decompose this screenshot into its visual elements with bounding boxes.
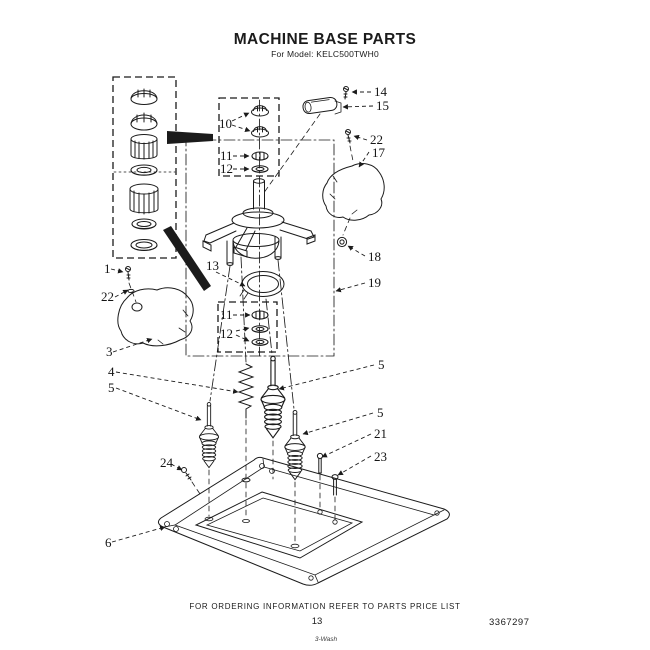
bearing-kit-box (112, 76, 177, 259)
washer (251, 338, 269, 346)
page-number: 13 (311, 616, 323, 627)
svg-text:3: 3 (106, 344, 113, 359)
svg-text:6: 6 (105, 535, 112, 550)
callout-12-lower: 12 (220, 326, 250, 342)
callout-6: 6 (105, 525, 166, 550)
suspension-spring (237, 363, 255, 517)
suspension-damper-center (260, 355, 286, 439)
svg-text:4: 4 (108, 364, 115, 379)
brake-pad-right (322, 163, 385, 221)
gearcase-phantom-box (185, 139, 335, 357)
svg-text:11: 11 (220, 148, 233, 163)
screw-part-14 (343, 86, 349, 100)
callout-10: 10 (219, 112, 251, 132)
callout-11-upper: 11 (220, 148, 250, 163)
spring-axis-line (240, 256, 247, 363)
screw-axis-line (349, 145, 354, 162)
gearcase-assembly (202, 178, 316, 266)
svg-text:14: 14 (374, 84, 388, 99)
callout-23: 23 (337, 449, 387, 476)
callout-5-center: 5 (278, 357, 385, 391)
brake-pad-left (117, 287, 194, 347)
model-subtitle: For Model: KELC500TWH0 (271, 49, 379, 59)
callout-21: 21 (321, 426, 387, 458)
washer (251, 325, 269, 333)
svg-text:1: 1 (104, 261, 111, 276)
base-plate (157, 456, 450, 586)
screw-part-24 (181, 467, 192, 481)
plate-mark: 3-Wash (314, 636, 338, 643)
callout-4: 4 (108, 364, 239, 394)
svg-text:5: 5 (108, 380, 115, 395)
callout-24: 24 (160, 455, 183, 471)
suspension-damper-left (198, 402, 220, 469)
bearing-cap-part (130, 112, 158, 131)
callout-5-left: 5 (108, 380, 202, 421)
bearing-race-part (130, 239, 158, 251)
callout-15: 15 (342, 98, 389, 113)
acorn-nut (251, 105, 269, 117)
svg-text:17: 17 (372, 145, 386, 160)
bearing-race-part (131, 218, 157, 230)
svg-text:13: 13 (206, 258, 219, 273)
svg-text:11: 11 (220, 307, 233, 322)
callout-5-right: 5 (302, 405, 384, 436)
alignment-line (262, 113, 321, 195)
acorn-nut (251, 126, 269, 138)
svg-text:24: 24 (160, 455, 174, 470)
bearing-race-part (130, 164, 158, 176)
callout-22-right: 22 (353, 132, 383, 147)
callout-12-upper: 12 (220, 161, 250, 176)
bearing-roller-part (130, 134, 158, 160)
fastener-box-lower (217, 301, 278, 353)
screw-drop-line (191, 481, 201, 495)
svg-text:5: 5 (377, 405, 384, 420)
screw-part-1 (125, 266, 131, 281)
svg-text:22: 22 (370, 132, 383, 147)
svg-text:18: 18 (368, 249, 381, 264)
callout-1: 1 (104, 261, 124, 276)
damper-axis-line (265, 298, 273, 355)
damper-axis-line (209, 265, 231, 402)
fastener-box-upper (218, 97, 280, 177)
callout-13: 13 (206, 258, 246, 287)
pointer-wedge-upper (167, 131, 213, 144)
drive-block-part (302, 96, 342, 115)
page-title: MACHINE BASE PARTS (233, 31, 417, 48)
svg-text:21: 21 (374, 426, 387, 441)
callout-22-left: 22 (101, 289, 129, 304)
screw-part-22-right (345, 129, 352, 144)
callout-17: 17 (358, 145, 386, 168)
damper-axis-line (277, 259, 295, 410)
svg-text:22: 22 (101, 289, 114, 304)
callout-11-lower: 11 (220, 307, 251, 322)
hex-nut (251, 151, 269, 161)
pointer-wedge-lower (163, 226, 211, 291)
svg-text:15: 15 (376, 98, 389, 113)
pad-axis-line (342, 217, 351, 236)
washer (251, 165, 269, 173)
bearing-roller-part (129, 183, 159, 215)
bolt-part-21 (316, 452, 324, 474)
callout-14: 14 (351, 84, 388, 99)
washer-part-22-left (127, 288, 135, 294)
document-number: 3367297 (489, 617, 530, 628)
callout-19: 19 (335, 275, 381, 293)
svg-text:10: 10 (219, 116, 232, 131)
ordering-note: FOR ORDERING INFORMATION REFER TO PARTS … (189, 602, 461, 611)
thrust-ring (239, 271, 285, 300)
svg-text:12: 12 (220, 161, 233, 176)
callout-3: 3 (106, 338, 153, 359)
svg-text:19: 19 (368, 275, 381, 290)
svg-text:12: 12 (220, 326, 233, 341)
bearing-cap-part (130, 88, 158, 105)
svg-text:23: 23 (374, 449, 387, 464)
svg-text:5: 5 (378, 357, 385, 372)
hex-nut (251, 310, 269, 320)
hex-nut-part-18 (336, 236, 348, 248)
callout-18: 18 (347, 245, 381, 264)
